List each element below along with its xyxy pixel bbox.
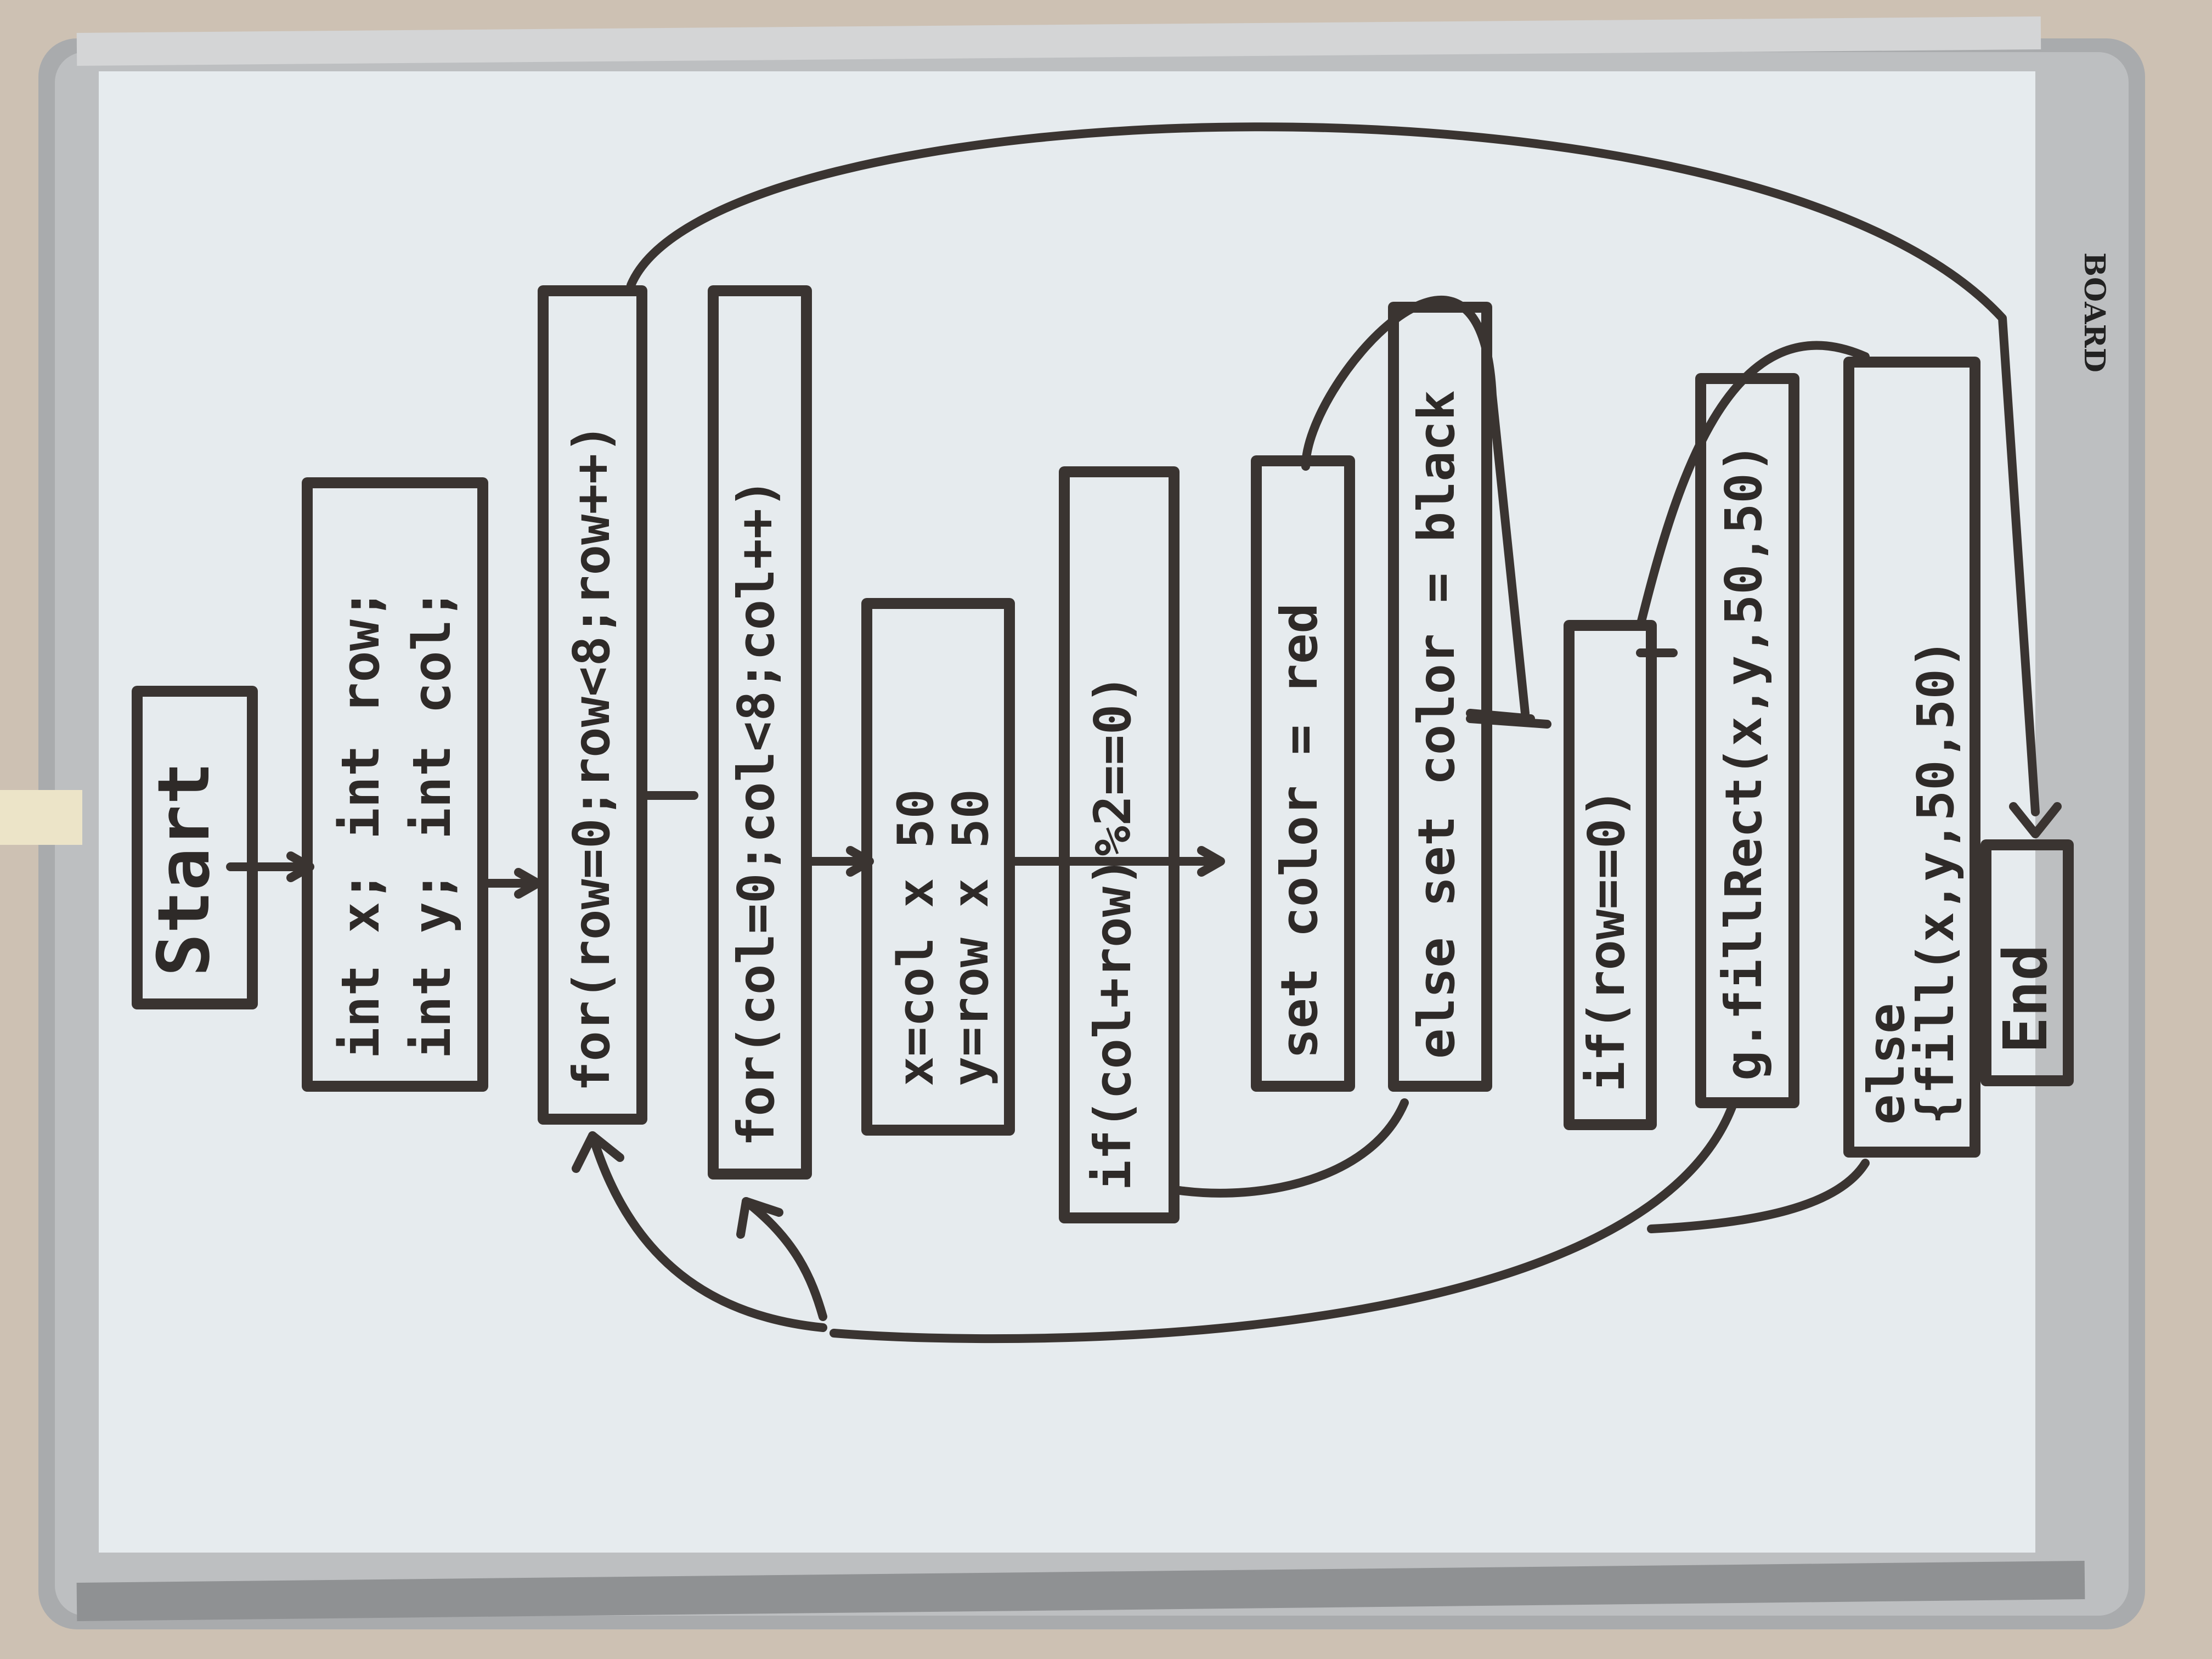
node-if-row0: if(row==0)	[1564, 620, 1657, 1130]
node-set-black-label: else set color = black	[1407, 390, 1466, 1059]
svg-text:BOARD: BOARD	[2078, 252, 2111, 373]
board-brand-logo: BOARD	[2078, 252, 2111, 373]
node-fillrect-label: g.fillRect(x,y,50,50)	[1714, 443, 1773, 1081]
node-else-fill-line-2: {fill(x,y,50,50)	[1906, 639, 1965, 1125]
node-if-even-label: if(col+row)%2==0)	[1084, 674, 1142, 1190]
node-else-fill-line-1: else	[1857, 1003, 1916, 1125]
node-col-loop: for(col=0;col<8;col++)	[708, 285, 812, 1180]
tape-clip	[0, 790, 82, 845]
node-fillrect: g.fillRect(x,y,50,50)	[1695, 373, 1799, 1108]
node-set-red-label: set color = red	[1270, 603, 1329, 1059]
node-else-fill: else {fill(x,y,50,50)	[1843, 357, 1980, 1158]
node-calc: x=col x 50 y=row x 50	[861, 598, 1015, 1136]
node-col-loop-label: for(col=0;col<8;col++)	[727, 478, 786, 1147]
node-calc-line-1: x=col x 50	[887, 789, 945, 1086]
node-if-even: if(col+row)%2==0)	[1059, 466, 1180, 1223]
node-row-loop-label: for(row=0;row<8;row++)	[562, 423, 621, 1092]
node-row-loop: for(row=0;row<8;row++)	[538, 285, 647, 1125]
node-end-label: End	[1990, 944, 2061, 1053]
node-set-black: else set color = black	[1388, 302, 1492, 1092]
node-declare-line-2: int y; int col;	[402, 588, 462, 1059]
node-start-label: Start	[142, 762, 225, 977]
flowchart-edges	[226, 122, 2062, 1344]
node-declare-line-1: int x; int row;	[331, 588, 391, 1059]
node-calc-line-2: y=row x 50	[942, 789, 1000, 1086]
node-start: Start	[132, 686, 258, 1009]
node-declare: int x; int row; int y; int col;	[302, 477, 488, 1092]
node-if-row0-label: if(row==0)	[1577, 788, 1636, 1092]
node-set-red: set color = red	[1251, 455, 1355, 1092]
node-end: End	[1980, 839, 2074, 1086]
